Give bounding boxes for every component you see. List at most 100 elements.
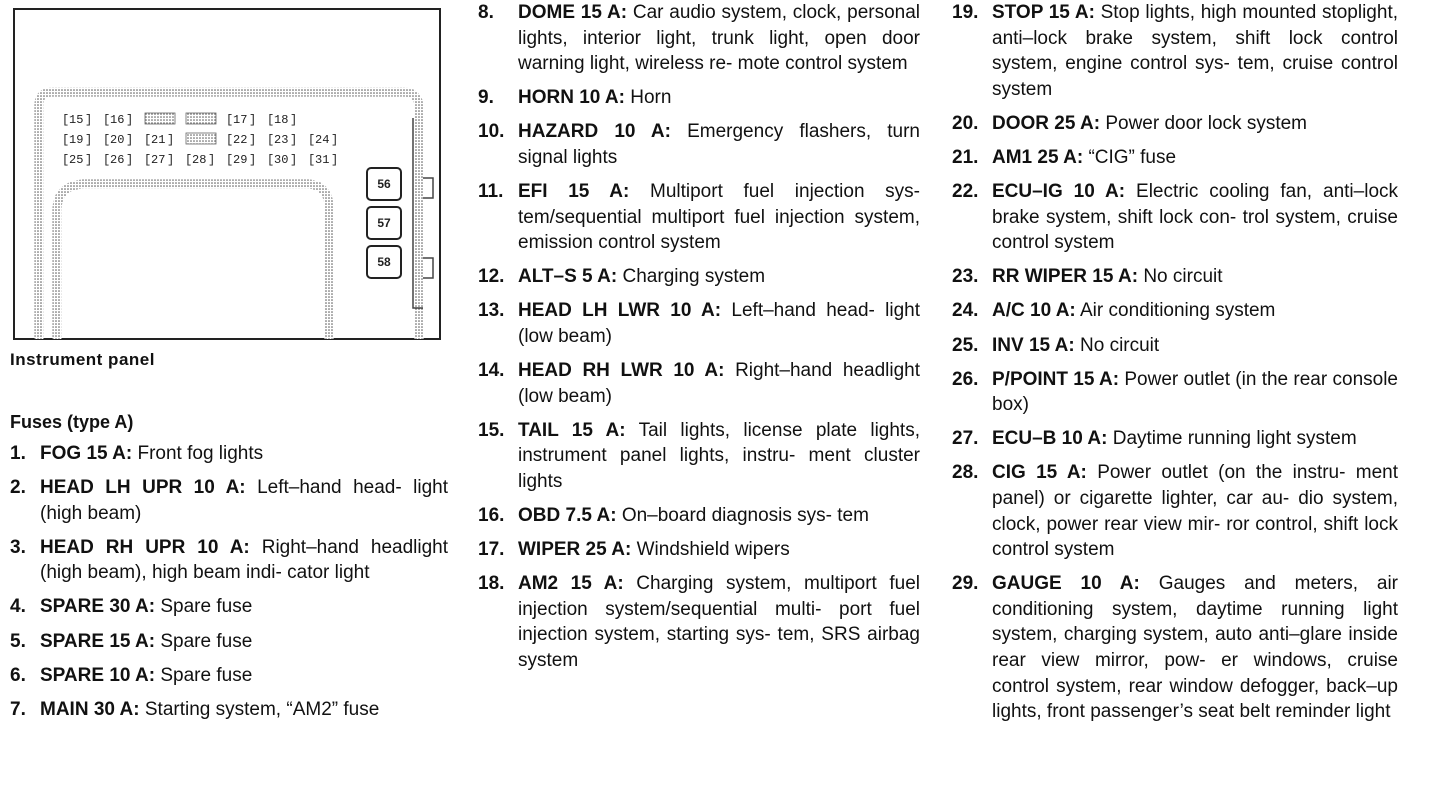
fuse-description: Daytime running light system bbox=[1112, 428, 1357, 450]
fuse-item: 20.DOOR 25 A: Power door lock system bbox=[952, 111, 1398, 137]
svg-text:]: ] bbox=[331, 133, 338, 147]
fuse-slot: [18] bbox=[267, 113, 297, 127]
fuse-item: 4.SPARE 30 A: Spare fuse bbox=[10, 594, 448, 620]
svg-text:]: ] bbox=[249, 153, 256, 167]
svg-text:[: [ bbox=[62, 133, 69, 147]
fuse-item: 1.FOG 15 A: Front fog lights bbox=[10, 441, 448, 467]
fuse-number: 25. bbox=[952, 334, 979, 356]
fuse-item: 13.HEAD LH LWR 10 A: Left–hand head- lig… bbox=[478, 298, 920, 349]
svg-text:]: ] bbox=[331, 153, 338, 167]
fuse-number: 16. bbox=[478, 505, 505, 527]
svg-text:[: [ bbox=[103, 153, 110, 167]
fuse-description: Power outlet (on the instru- ment panel)… bbox=[992, 462, 1398, 561]
fuse-description: Spare fuse bbox=[160, 664, 253, 686]
fuse-description: Electric cooling fan, anti–lock brake sy… bbox=[992, 181, 1399, 254]
fuse-name: ALT–S 5 A: bbox=[518, 266, 618, 288]
svg-text:[: [ bbox=[185, 153, 192, 167]
fuse-slot: [31] bbox=[308, 153, 338, 167]
fuse-name: HEAD LH LWR 10 A: bbox=[518, 300, 722, 322]
fuse-description: Car audio system, clock, personal lights… bbox=[518, 2, 921, 75]
fuse-number: 20. bbox=[952, 112, 979, 134]
fuse-list-2: 8.DOME 15 A: Car audio system, clock, pe… bbox=[478, 0, 920, 674]
fuse-slot: [22] bbox=[226, 133, 256, 147]
fuse-slot: [16] bbox=[103, 113, 133, 127]
right-column: 19.STOP 15 A: Stop lights, high mounted … bbox=[952, 0, 1398, 733]
fuse-item: 25.INV 15 A: No circuit bbox=[952, 333, 1398, 359]
fuse-name: HEAD RH UPR 10 A: bbox=[40, 536, 250, 558]
svg-text:]: ] bbox=[167, 133, 174, 147]
panel-outline bbox=[34, 87, 424, 339]
fuse-list-3: 19.STOP 15 A: Stop lights, high mounted … bbox=[952, 0, 1398, 725]
svg-text:]: ] bbox=[85, 153, 92, 167]
fuse-slot-label: 19 bbox=[69, 133, 83, 147]
fuse-slot-label: 16 bbox=[110, 113, 124, 127]
fuse-description: Right–hand headlight (high beam), high b… bbox=[40, 536, 448, 584]
fuse-number: 3. bbox=[10, 536, 26, 558]
svg-text:[: [ bbox=[103, 133, 110, 147]
fuse-slot-label: 28 bbox=[192, 153, 206, 167]
fuse-item: 10.HAZARD 10 A: Emergency flashers, turn… bbox=[478, 119, 920, 170]
instrument-panel-diagram: [15][16][17][18][19][20][21][22][23][24]… bbox=[13, 8, 441, 340]
fuse-description: Charging system bbox=[622, 266, 766, 288]
fuse-description: Power outlet (in the rear console box) bbox=[992, 368, 1398, 416]
fuse-number: 11. bbox=[478, 181, 504, 203]
fuse-item: 23.RR WIPER 15 A: No circuit bbox=[952, 264, 1398, 290]
empty-fuse-slot bbox=[144, 112, 176, 125]
fuse-name: ECU–B 10 A: bbox=[992, 428, 1108, 450]
svg-text:]: ] bbox=[249, 113, 256, 127]
fuse-item: 29.GAUGE 10 A: Gauges and meters, air co… bbox=[952, 571, 1398, 725]
fuse-number: 15. bbox=[478, 419, 505, 441]
svg-text:[: [ bbox=[226, 113, 233, 127]
fuse-description: Charging system, multiport fuel injectio… bbox=[518, 573, 920, 672]
svg-text:[: [ bbox=[267, 153, 274, 167]
fuse-name: STOP 15 A: bbox=[992, 2, 1095, 23]
fuse-description: On–board diagnosis sys- tem bbox=[621, 505, 869, 527]
fuse-slot-label: 29 bbox=[233, 153, 247, 167]
fuse-name: SPARE 30 A: bbox=[40, 596, 156, 618]
fuse-item: 12.ALT–S 5 A: Charging system bbox=[478, 264, 920, 290]
fuse-name: HEAD RH LWR 10 A: bbox=[518, 360, 725, 382]
fuse-description: Horn bbox=[630, 87, 672, 109]
fuse-slot-label: 20 bbox=[110, 133, 124, 147]
fuse-number: 23. bbox=[952, 266, 979, 288]
fuse-description: Windshield wipers bbox=[636, 539, 790, 561]
svg-text:[: [ bbox=[144, 133, 151, 147]
fuse-item: 28. CIG 15 A: Power outlet (on the instru… bbox=[952, 460, 1398, 562]
svg-text:]: ] bbox=[290, 113, 297, 127]
fuse-name: EFI 15 A: bbox=[518, 181, 630, 203]
fuse-number: 28. bbox=[952, 462, 979, 484]
fuse-slot-label: 24 bbox=[315, 133, 329, 147]
fuse-name: DOME 15 A: bbox=[518, 2, 628, 23]
fuse-slot: [21] bbox=[144, 133, 174, 147]
fuse-number: 27. bbox=[952, 428, 979, 450]
fuse-slot-label: 15 bbox=[69, 113, 83, 127]
fuse-slot: [25] bbox=[62, 153, 92, 167]
fuse-slot-label: 27 bbox=[151, 153, 165, 167]
fuse-slot: [17] bbox=[226, 113, 256, 127]
fuse-grid: [15][16][17][18][19][20][21][22][23][24]… bbox=[62, 112, 338, 167]
fuse-slot: [23] bbox=[267, 133, 297, 147]
fuse-slot-label: 30 bbox=[274, 153, 288, 167]
svg-text:]: ] bbox=[126, 153, 133, 167]
relay-label: 58 bbox=[377, 255, 391, 269]
fuse-item: 8.DOME 15 A: Car audio system, clock, pe… bbox=[478, 0, 920, 77]
svg-text:[: [ bbox=[226, 153, 233, 167]
svg-text:]: ] bbox=[85, 113, 92, 127]
fuse-number: 5. bbox=[10, 630, 26, 652]
fuse-slot: [20] bbox=[103, 133, 133, 147]
fuse-number: 19. bbox=[952, 2, 979, 23]
relay-label: 57 bbox=[377, 216, 391, 230]
fuse-item: 11.EFI 15 A: Multiport fuel injection sy… bbox=[478, 179, 920, 256]
fuse-description: Spare fuse bbox=[160, 630, 253, 652]
svg-text:[: [ bbox=[103, 113, 110, 127]
fuse-slot: [26] bbox=[103, 153, 133, 167]
fuse-item: 6.SPARE 10 A: Spare fuse bbox=[10, 663, 448, 689]
fuse-item: 19.STOP 15 A: Stop lights, high mounted … bbox=[952, 0, 1398, 102]
fuse-name: CIG 15 A: bbox=[992, 462, 1087, 484]
fuse-item: 24.A/C 10 A: Air conditioning system bbox=[952, 298, 1398, 324]
svg-text:[: [ bbox=[308, 153, 315, 167]
fuse-name: HORN 10 A: bbox=[518, 87, 625, 109]
fuse-slot-label: 31 bbox=[315, 153, 329, 167]
fuse-name: OBD 7.5 A: bbox=[518, 505, 617, 527]
svg-text:[: [ bbox=[308, 133, 315, 147]
